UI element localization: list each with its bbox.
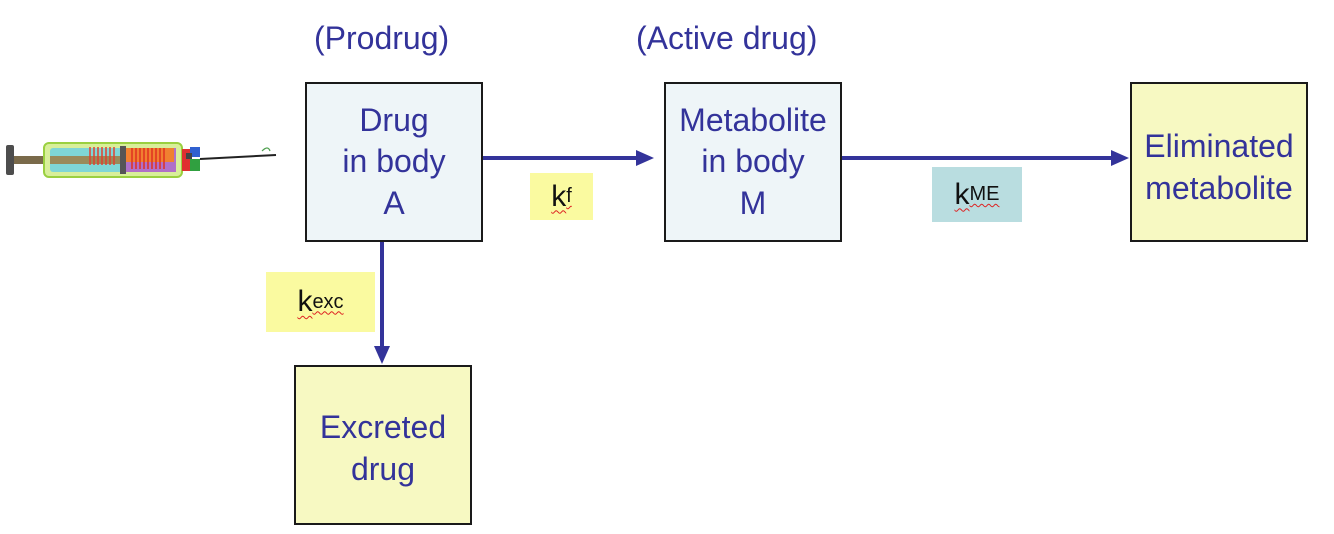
rate-subscript: exc (312, 290, 344, 313)
box-line: drug (350, 450, 416, 487)
metabolite-in-body-box: Metabolite in body M (664, 82, 842, 242)
box-line: in body (342, 143, 446, 180)
box-line: in body (701, 143, 805, 180)
arrowhead-down (374, 346, 390, 364)
arrowhead-right (1111, 150, 1129, 166)
box-line: Excreted (319, 409, 447, 445)
rate-symbol: k (551, 179, 567, 213)
drug-in-body-box: Drug in body A (305, 82, 483, 242)
box-line: A (383, 184, 405, 221)
box-line: M (739, 184, 767, 221)
arrowhead-right (636, 150, 654, 166)
box-line: Metabolite (679, 101, 827, 138)
rate-symbol: k (954, 177, 970, 211)
rate-symbol: k (297, 285, 313, 318)
eliminated-metabolite-box: Eliminated metabolite (1130, 82, 1308, 242)
rate-subscript: f (566, 185, 572, 207)
box-line: metabolite (1145, 169, 1293, 206)
syringe-icon (6, 142, 277, 178)
rate-subscript: ME (969, 183, 1000, 205)
box-line: Eliminated (1144, 128, 1294, 164)
box-line: Drug (359, 101, 429, 138)
excreted-drug-box: Excreted drug (294, 365, 472, 525)
prodrug-caption: (Prodrug) (314, 20, 450, 56)
active-drug-caption: (Active drug) (636, 20, 818, 56)
